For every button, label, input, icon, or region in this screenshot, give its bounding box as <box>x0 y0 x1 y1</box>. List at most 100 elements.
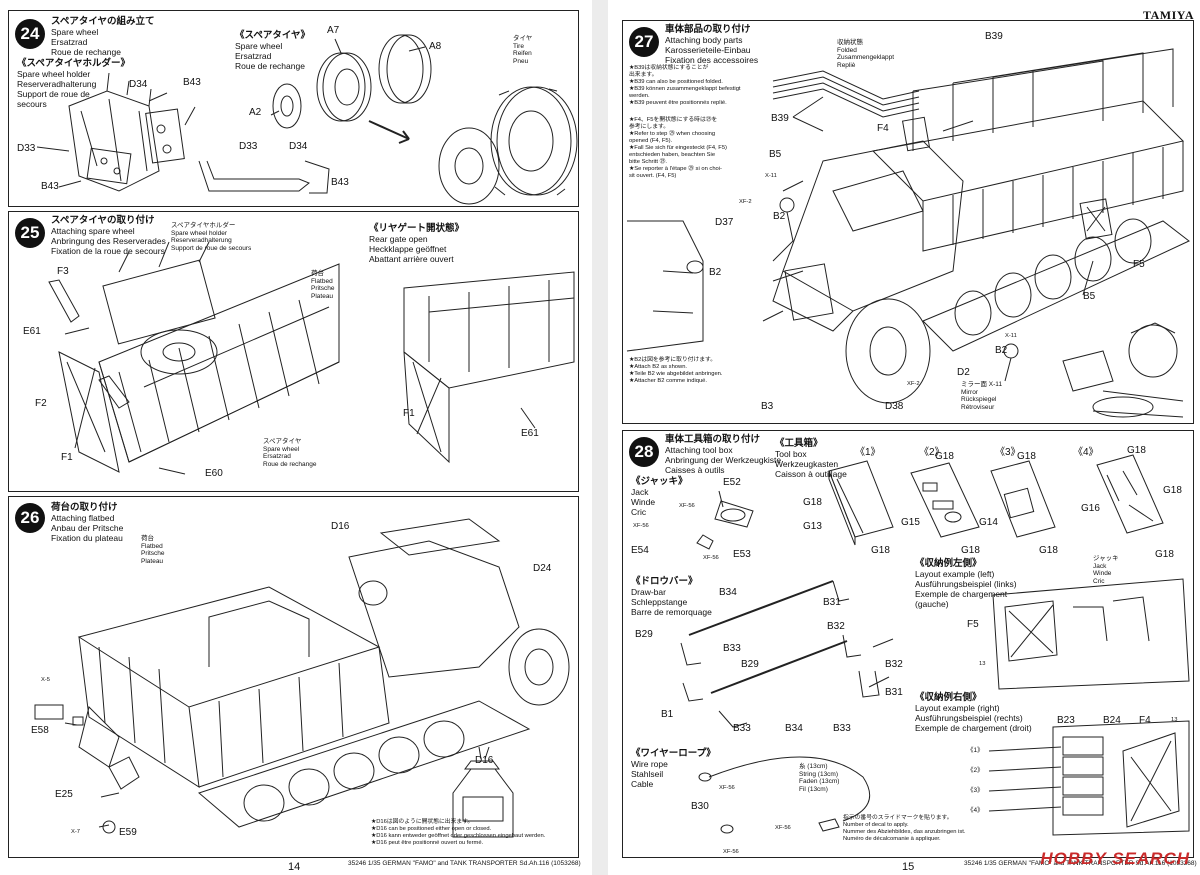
spare-jp: スペアタイヤ <box>263 438 302 445</box>
step-27-title-jp: 車体部品の取り付け <box>665 24 751 35</box>
part-label: G18 <box>803 497 822 508</box>
part-label: G18 <box>1155 549 1174 560</box>
mirror-callout: ミラー面 X-11 Mirror Rückspiegel Rétroviseur <box>961 381 1002 411</box>
wheel-heading-en: Spare wheel <box>235 41 283 51</box>
step-28-title-de: Anbringung der Werkzeugkiste <box>665 455 782 465</box>
step-26-panel: 26 荷台の取り付け Attaching flatbed Anbau der P… <box>8 496 579 858</box>
step-26-title-de: Anbau der Pritsche <box>51 523 124 533</box>
toolbox-variant-1: 《1》 <box>855 447 881 458</box>
jack-jp: 《ジャッキ》 <box>631 476 688 487</box>
part-label: E59 <box>119 827 137 838</box>
part-label: B30 <box>691 801 709 812</box>
holder-jp: スペアタイヤホルダー <box>171 222 236 229</box>
part-label: E53 <box>733 549 751 560</box>
part-label: B23 <box>1057 715 1075 726</box>
page-gutter <box>592 0 608 875</box>
part-label: D33 <box>17 143 36 154</box>
layout-list-2: 《2》 <box>967 767 984 774</box>
flatbed-fr: Plateau <box>141 557 164 565</box>
flatbed-fr: Plateau <box>311 292 334 300</box>
flatbed-en: Flatbed <box>311 277 333 285</box>
tire-fr: Pneu <box>513 57 529 65</box>
tire-en: Tire <box>513 42 524 50</box>
note-line: 出来ます。 <box>629 72 658 78</box>
step-26-title-jp: 荷台の取り付け <box>51 502 118 513</box>
jack-callout: ジャッキ Jack Winde Cric <box>1093 555 1119 585</box>
part-label: B34 <box>719 587 737 598</box>
note-line: ★Fall Sie sich für eingesteckt (F4, F5) <box>629 145 727 151</box>
part-label: B2 <box>773 211 786 222</box>
part-label: B2 <box>995 345 1008 356</box>
part-label: G13 <box>803 521 822 532</box>
hobby-search-watermark: HOBBY SEARCH <box>1040 849 1190 868</box>
part-label: XF-56 <box>633 523 649 529</box>
note-jp: ★D16は図のように開状態に出来ます。 <box>371 819 474 825</box>
step-25-title-de: Anbringung des Reserverades <box>51 236 166 246</box>
toolbox-jp: 《工具箱》 <box>775 438 823 449</box>
note-line: werden. <box>629 93 650 99</box>
layout-left-heading: 《収納例左側》 Layout example (left) Ausführung… <box>915 558 1017 610</box>
note-fr: ★D16 peut être positionné ouvert ou ferm… <box>371 840 484 846</box>
part-label: E60 <box>205 468 223 479</box>
drawbar-jp: 《ドロウバー》 <box>631 576 698 587</box>
step-25-number: 25 <box>15 218 45 248</box>
part-label: X-11 <box>1005 333 1017 339</box>
part-label: A7 <box>327 25 340 36</box>
step-26-title-en: Attaching flatbed <box>51 513 115 523</box>
page-number-right: 15 <box>902 861 915 873</box>
holder-de: Reserveradhalterung <box>171 237 232 245</box>
part-label: B34 <box>785 723 803 734</box>
note-line: ★Teile B2 wie abgebildet anbringen. <box>629 371 723 377</box>
tire-label: タイヤ Tire Reifen Pneu <box>513 35 532 65</box>
layout-left-jp: 《収納例左側》 <box>915 558 982 569</box>
tamiya-logo: TAMIYA <box>1142 8 1194 22</box>
layout-left-fr1: Exemple de chargement <box>915 589 1008 599</box>
part-label: E54 <box>631 545 649 556</box>
step-26-drawing <box>34 518 570 838</box>
part-label: D2 <box>957 367 970 378</box>
note-line: ★B2は図を参考に取り付けます。 <box>629 357 717 363</box>
tire-jp: タイヤ <box>513 35 533 42</box>
toolbox-variant-4: 《4》 <box>1073 447 1099 458</box>
part-label: G14 <box>979 517 998 528</box>
wire-de: Stahlseil <box>631 769 664 779</box>
string-de: Faden (13cm) <box>799 778 840 786</box>
part-label: D37 <box>715 217 734 228</box>
part-label: E61 <box>521 428 539 439</box>
flatbed-callout: 荷台 Flatbed Pritsche Plateau <box>141 535 164 565</box>
part-label: D34 <box>289 141 308 152</box>
layout-right-en: Layout example (right) <box>915 703 1000 713</box>
spare-fr: Roue de rechange <box>263 460 317 468</box>
part-label: XF-56 <box>719 785 735 791</box>
step-24-wheel-heading: 《スペアタイヤ》 Spare wheel Ersatzrad Roue de r… <box>235 31 310 72</box>
note-line: sit ouvert. (F4, F5) <box>629 173 677 179</box>
part-label: B39 <box>985 31 1003 42</box>
part-label: G18 <box>1127 445 1146 456</box>
step-27-title-en: Attaching body parts <box>665 35 743 45</box>
holder-heading-jp: 《スペアタイヤホルダー》 <box>17 58 131 69</box>
jack2-jp: ジャッキ <box>1093 555 1119 562</box>
note-line: ★Refer to step ㉕ when choosing <box>629 131 716 137</box>
part-label: B31 <box>823 597 841 608</box>
layout-left-en: Layout example (left) <box>915 569 995 579</box>
decal-de: Nummer des Abziehbildes, das anzubringen… <box>843 829 966 835</box>
step-27-drawing <box>626 48 1190 418</box>
toolbox-en: Tool box <box>775 449 807 459</box>
part-label: E58 <box>31 725 49 736</box>
step-25-title: スペアタイヤの取り付け Attaching spare wheel Anbrin… <box>51 216 166 257</box>
part-label: XF-56 <box>775 825 791 831</box>
step-24-title: スペアタイヤの組み立て Spare wheel Ersatzrad Roue d… <box>51 17 155 58</box>
part-label: F3 <box>57 266 69 277</box>
drawbar-de: Schleppstange <box>631 597 688 607</box>
part-label: XF-2 <box>739 199 752 205</box>
flatbed-callout: 荷台 Flatbed Pritsche Plateau <box>311 270 334 300</box>
wheel-heading-de: Ersatzrad <box>235 51 272 61</box>
holder-fr: Support de roue de secours <box>171 244 252 252</box>
part-label: D24 <box>533 563 552 574</box>
part-label: X-5 <box>41 677 51 683</box>
string-en: String (13cm) <box>799 770 839 778</box>
jack-fr: Cric <box>631 507 647 517</box>
flatbed-de: Pritsche <box>141 550 165 558</box>
wire-heading: 《ワイヤーロープ》 Wire rope Stahlseil Cable <box>631 749 716 790</box>
spare-en: Spare wheel <box>263 445 300 453</box>
